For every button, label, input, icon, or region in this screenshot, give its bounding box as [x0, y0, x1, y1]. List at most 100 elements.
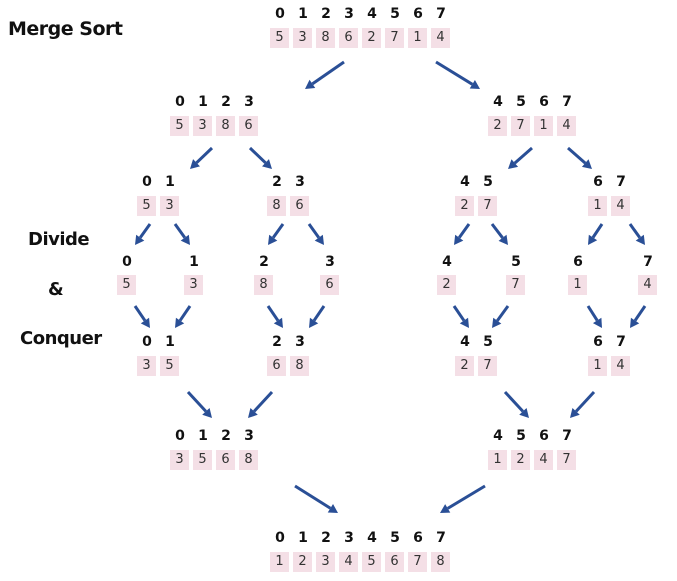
arrow-line [496, 305, 510, 322]
array-cell: 6 [216, 450, 235, 470]
array-index: 3 [244, 428, 254, 444]
arrow-line [253, 390, 274, 413]
array-cell: 8 [267, 196, 286, 216]
array-cell: 7 [385, 28, 404, 48]
array-cell: 2 [455, 196, 474, 216]
array-cell: 8 [254, 275, 273, 295]
array-cell: 6 [267, 356, 286, 376]
array-index: 4 [367, 530, 377, 546]
array-index: 5 [390, 530, 400, 546]
array-cell: 2 [437, 275, 456, 295]
array-cell: 4 [611, 196, 630, 216]
array-index: 0 [175, 428, 185, 444]
array-cell: 1 [534, 116, 553, 136]
array-cell: 8 [290, 356, 309, 376]
array-index: 3 [295, 174, 305, 190]
arrow-line [633, 305, 647, 322]
arrow-head [469, 80, 480, 89]
array-cell: 3 [193, 116, 212, 136]
array-index: 4 [460, 334, 470, 350]
array-cell: 1 [568, 275, 587, 295]
arrow-line [312, 305, 326, 322]
array-index: 6 [413, 530, 423, 546]
arrow-line [294, 484, 332, 510]
label-ampersand: & [48, 279, 64, 300]
array-cell: 5 [137, 196, 156, 216]
array-cell: 7 [506, 275, 525, 295]
label-divide: Divide [28, 229, 90, 250]
arrow-head [630, 317, 640, 328]
array-cell: 3 [316, 552, 335, 572]
arrow-line [195, 146, 214, 164]
array-cell: 1 [488, 450, 507, 470]
arrow-head [314, 234, 324, 245]
array-index: 5 [516, 428, 526, 444]
arrow-head [135, 234, 145, 245]
array-index: 3 [344, 6, 354, 22]
array-cell: 8 [239, 450, 258, 470]
arrow-line [139, 223, 152, 239]
array-cell: 6 [320, 275, 339, 295]
arrow-head [309, 317, 319, 328]
array-index: 7 [643, 254, 653, 270]
arrow-head [202, 407, 212, 418]
array-cell: 5 [160, 356, 179, 376]
array-index: 0 [122, 254, 132, 270]
array-index: 7 [616, 174, 626, 190]
array-index: 3 [325, 254, 335, 270]
diagram-title: Merge Sort [8, 18, 123, 40]
arrow-line [586, 305, 599, 322]
array-index: 0 [142, 174, 152, 190]
array-cell: 7 [557, 450, 576, 470]
array-index: 2 [272, 334, 282, 350]
arrow-line [591, 223, 604, 239]
array-index: 7 [436, 530, 446, 546]
arrow-head [498, 234, 508, 245]
array-cell: 3 [160, 196, 179, 216]
array-cell: 2 [488, 116, 507, 136]
array-index: 0 [175, 94, 185, 110]
array-cell: 7 [478, 196, 497, 216]
label-conquer: Conquer [20, 328, 102, 349]
arrow-line [452, 305, 466, 322]
array-cell: 2 [362, 28, 381, 48]
array-index: 4 [493, 428, 503, 444]
arrow-head [588, 234, 598, 245]
array-index: 4 [442, 254, 452, 270]
array-cell: 3 [293, 28, 312, 48]
array-index: 5 [483, 334, 493, 350]
array-cell: 2 [293, 552, 312, 572]
arrow-head [140, 317, 150, 328]
arrow-line [173, 223, 186, 239]
arrow-line [311, 60, 345, 86]
array-cell: 4 [557, 116, 576, 136]
arrow-head [327, 503, 338, 513]
arrow-line [575, 390, 596, 413]
arrow-line [513, 146, 533, 165]
array-index: 0 [142, 334, 152, 350]
array-index: 5 [511, 254, 521, 270]
arrow-line [628, 223, 641, 239]
array-index: 6 [539, 94, 549, 110]
array-index: 2 [221, 94, 231, 110]
array-index: 5 [516, 94, 526, 110]
arrow-head [268, 234, 278, 245]
arrow-line [567, 146, 587, 165]
array-index: 6 [573, 254, 583, 270]
array-cell: 5 [170, 116, 189, 136]
array-index: 5 [483, 174, 493, 190]
arrow-head [273, 317, 283, 328]
array-index: 1 [198, 428, 208, 444]
array-index: 2 [321, 6, 331, 22]
arrow-head [454, 234, 464, 245]
arrow-line [186, 390, 207, 413]
array-index: 1 [165, 174, 175, 190]
array-cell: 7 [511, 116, 530, 136]
arrow-line [446, 484, 486, 510]
array-index: 7 [436, 6, 446, 22]
array-index: 7 [616, 334, 626, 350]
array-index: 6 [593, 334, 603, 350]
array-cell: 3 [184, 275, 203, 295]
arrow-head [581, 159, 592, 169]
